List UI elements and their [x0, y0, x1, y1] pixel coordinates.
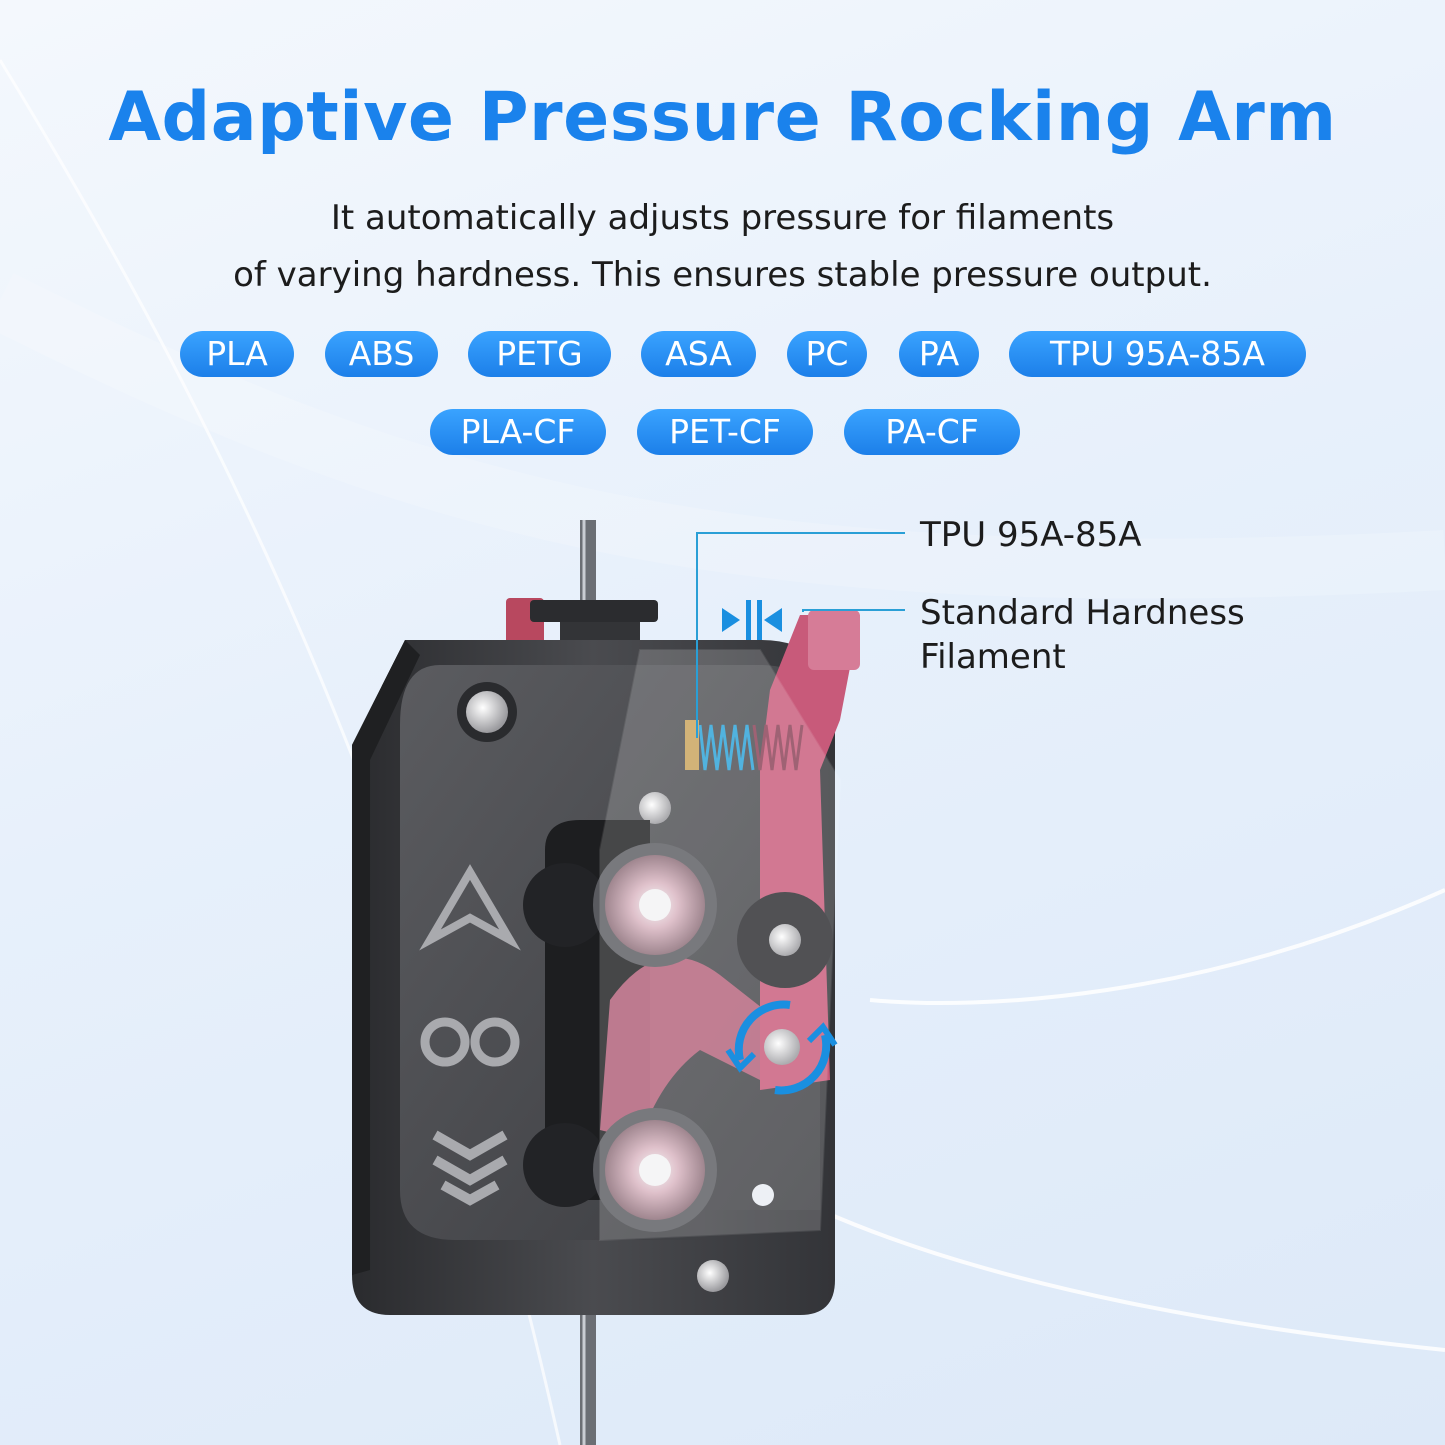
compress-arrows-icon — [722, 600, 782, 640]
arrow-a-logo-icon — [419, 864, 521, 951]
idler-bolts — [737, 892, 833, 1065]
filament-pill-pa: PA — [899, 331, 979, 377]
filament-pill-asa: ASA — [641, 331, 756, 377]
page-title: Adaptive Pressure Rocking Arm — [108, 78, 1337, 157]
filament-pill-petg: PETG — [468, 331, 611, 377]
subtitle-line-1: It automatically adjusts pressure for fi… — [330, 198, 1115, 238]
drive-gear-top — [593, 843, 717, 967]
chevron-logo-icon — [432, 1130, 508, 1206]
callout-standard-line-1: Standard Hardness — [920, 593, 1245, 633]
filament-pill-pla-cf: PLA-CF — [430, 409, 606, 455]
callout-tpu: TPU 95A-85A — [920, 515, 1142, 555]
subtitle-line-2: of varying hardness. This ensures stable… — [233, 255, 1212, 295]
spring — [685, 720, 804, 771]
drive-gear-bottom — [593, 1108, 717, 1232]
bolt-small-1 — [639, 792, 671, 824]
callout-lines — [696, 532, 905, 738]
filament-pill-tpu: TPU 95A-85A — [1009, 331, 1306, 377]
page-subtitle: It automatically adjusts pressure for fi… — [0, 190, 1445, 304]
bolt-top-left — [457, 682, 517, 742]
infinity-logo-icon — [420, 1017, 520, 1067]
bolt-small-2 — [697, 1260, 729, 1292]
hole — [752, 1184, 774, 1206]
arm-overlay — [599, 649, 842, 1242]
filament-pill-pla: PLA — [180, 331, 294, 377]
filament-pill-abs: ABS — [325, 331, 438, 377]
filament-pill-pc: PC — [787, 331, 867, 377]
filament-pill-pet-cf: PET-CF — [637, 409, 813, 455]
filament-pill-pa-cf: PA-CF — [844, 409, 1020, 455]
rotate-arrows-icon — [725, 1000, 838, 1095]
callout-standard-line-2: Filament — [920, 637, 1066, 677]
